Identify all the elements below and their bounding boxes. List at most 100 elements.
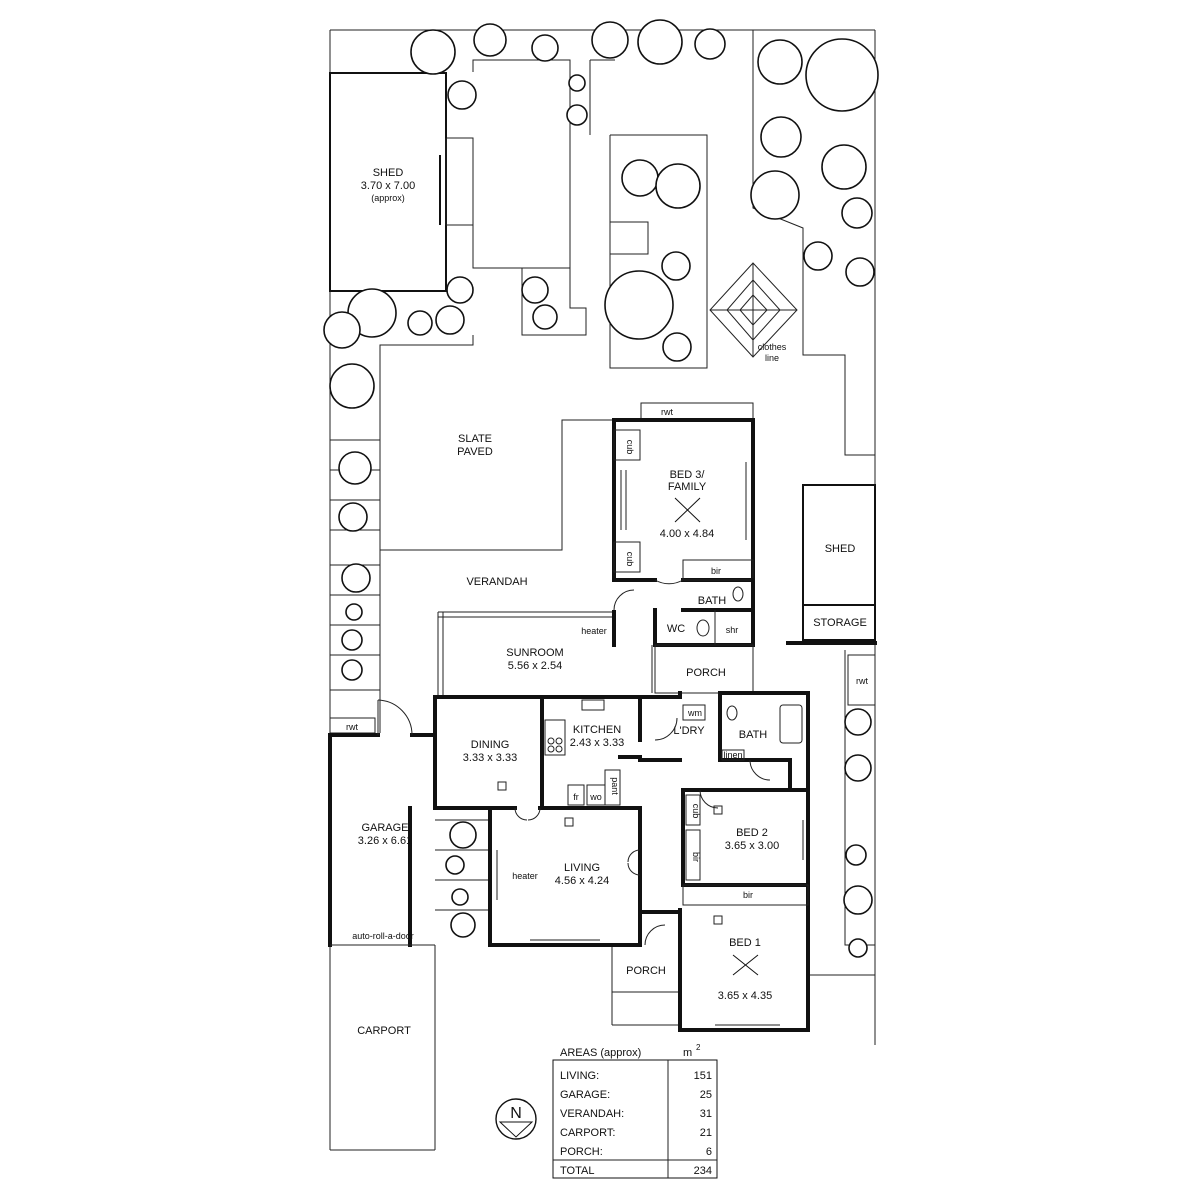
tree-icon bbox=[566, 104, 588, 126]
tree-icon bbox=[345, 603, 363, 621]
bed2-cub: cub bbox=[691, 804, 701, 819]
porch-lower-label: PORCH bbox=[626, 965, 666, 977]
tree-icon bbox=[845, 844, 867, 866]
vent-icon bbox=[564, 817, 574, 827]
areas-row-label: VERANDAH: bbox=[560, 1108, 624, 1120]
vent-icon bbox=[713, 915, 723, 925]
tree-icon bbox=[451, 888, 469, 906]
tree-icon bbox=[843, 885, 873, 915]
tree-icon bbox=[750, 170, 800, 220]
areas-total-label: TOTAL bbox=[560, 1165, 594, 1177]
shed-main: SHED 3.70 x 7.00 (approx) bbox=[329, 72, 473, 292]
porch-upper-label: PORCH bbox=[686, 667, 726, 679]
areas-row-value: 6 bbox=[706, 1146, 712, 1158]
areas-row-value: 21 bbox=[700, 1127, 712, 1139]
rwt-top-label: rwt bbox=[661, 407, 673, 417]
pantry-label: pant bbox=[610, 777, 620, 795]
shed-main-name: SHED bbox=[373, 167, 404, 179]
clothes-line-label-2: line bbox=[765, 353, 779, 363]
tree-icon bbox=[841, 197, 873, 229]
kitchen-fittings bbox=[544, 699, 621, 806]
shed-side-label: SHED bbox=[825, 543, 856, 555]
bed3-dims: 4.00 x 4.84 bbox=[660, 528, 714, 540]
trees bbox=[323, 19, 879, 958]
dining-name: DINING bbox=[471, 739, 510, 751]
areas-row-label: PORCH: bbox=[560, 1146, 603, 1158]
areas-total-value: 234 bbox=[694, 1165, 712, 1177]
laundry-label: L'DRY bbox=[673, 725, 705, 737]
washing-machine-label: wm bbox=[687, 708, 702, 718]
kitchen-name: KITCHEN bbox=[573, 724, 621, 736]
tree-icon bbox=[848, 938, 868, 958]
tree-icon bbox=[621, 159, 659, 197]
bath-upper-label: BATH bbox=[698, 595, 727, 607]
areas-row-label: LIVING: bbox=[560, 1070, 599, 1082]
north-arrow-icon: N bbox=[495, 1098, 537, 1140]
carport-label: CARPORT bbox=[357, 1025, 411, 1037]
shed-main-dims: 3.70 x 7.00 bbox=[361, 180, 415, 192]
tree-icon bbox=[757, 39, 803, 85]
wc-label: WC bbox=[667, 623, 685, 635]
tree-icon bbox=[449, 821, 477, 849]
bed3-name: BED 3/ bbox=[670, 469, 706, 481]
verandah-label: VERANDAH bbox=[466, 576, 527, 588]
porch-upper: PORCH bbox=[651, 644, 754, 694]
areas-unit-sup: 2 bbox=[696, 1043, 701, 1052]
tree-icon bbox=[329, 363, 375, 409]
storage-label: STORAGE bbox=[813, 617, 867, 629]
bed2-bir: bir bbox=[691, 852, 701, 862]
tree-icon bbox=[844, 754, 872, 782]
tree-icon bbox=[435, 305, 465, 335]
tree-icon bbox=[341, 563, 371, 593]
bed2-dims: 3.65 x 3.00 bbox=[725, 840, 779, 852]
wall-oven-label: wo bbox=[589, 792, 602, 802]
tree-icon bbox=[760, 116, 802, 158]
tree-icon bbox=[531, 34, 559, 62]
bed1-bir: bir bbox=[743, 890, 753, 900]
sunroom-name: SUNROOM bbox=[506, 647, 563, 659]
heater-living: heater bbox=[512, 871, 538, 881]
heater-sunroom: heater bbox=[581, 626, 607, 636]
sunroom-dims: 5.56 x 2.54 bbox=[508, 660, 562, 672]
areas-table: AREAS (approx) m 2 LIVING: 151 GARAGE: 2… bbox=[552, 1043, 718, 1179]
areas-row-value: 25 bbox=[700, 1089, 712, 1101]
bed1-name: BED 1 bbox=[729, 937, 761, 949]
tree-icon bbox=[803, 241, 833, 271]
tree-icon bbox=[410, 29, 456, 75]
upper-wet-area: BATH WC shr bbox=[653, 578, 755, 647]
bed3-name-2: FAMILY bbox=[668, 481, 707, 493]
vent-icon bbox=[713, 805, 723, 815]
tree-icon bbox=[341, 659, 363, 681]
clothes-line-label: clothes bbox=[758, 342, 787, 352]
tree-icon bbox=[450, 912, 476, 938]
tree-icon bbox=[532, 304, 558, 330]
bed2-name: BED 2 bbox=[736, 827, 768, 839]
tree-icon bbox=[445, 855, 465, 875]
fridge-label: fr bbox=[573, 792, 579, 802]
tree-icon bbox=[805, 38, 879, 112]
garage: rwt GARAGE 3.26 x 6.61 auto-roll-a-door bbox=[328, 699, 437, 947]
areas-row-value: 151 bbox=[694, 1070, 712, 1082]
tree-icon bbox=[338, 451, 372, 485]
slate-paved-label-2: PAVED bbox=[457, 446, 493, 458]
ceiling-fan-icon bbox=[732, 954, 759, 976]
sunroom: heater SUNROOM 5.56 x 2.54 bbox=[437, 589, 635, 697]
shed-side: SHED STORAGE bbox=[786, 484, 877, 645]
shed-main-note: (approx) bbox=[371, 193, 405, 203]
tree-icon bbox=[591, 21, 629, 59]
living-name: LIVING bbox=[564, 862, 600, 874]
shr-label: shr bbox=[726, 625, 739, 635]
bed3-cub-top: cub bbox=[625, 440, 635, 455]
living-dims: 4.56 x 4.24 bbox=[555, 875, 609, 887]
dining-dims: 3.33 x 3.33 bbox=[463, 752, 517, 764]
roll-door-label: auto-roll-a-door bbox=[352, 931, 414, 941]
bed3-bir: bir bbox=[711, 566, 721, 576]
bed3-cub-bottom: cub bbox=[625, 552, 635, 567]
areas-row-value: 31 bbox=[700, 1108, 712, 1120]
areas-title: AREAS (approx) bbox=[560, 1047, 641, 1059]
rwt-left-label: rwt bbox=[346, 722, 358, 732]
tree-icon bbox=[323, 311, 361, 349]
tree-icon bbox=[661, 251, 691, 281]
tree-icon bbox=[637, 19, 683, 65]
